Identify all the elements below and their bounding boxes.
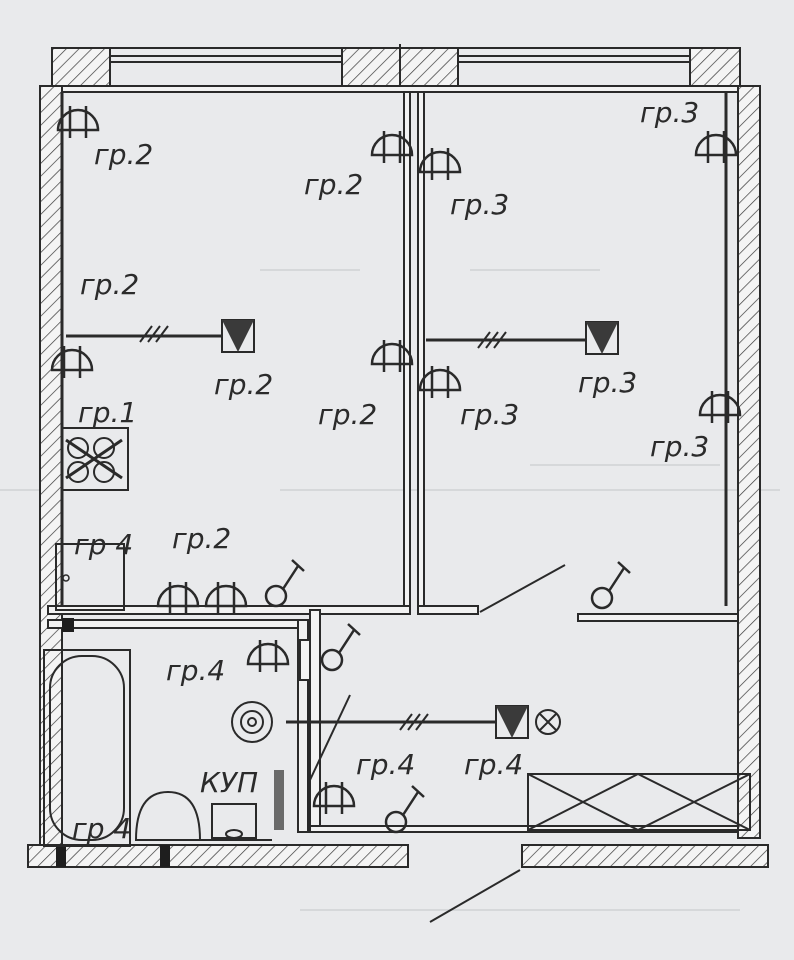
outer-walls	[27, 85, 769, 868]
label-gr1: гр.1	[78, 396, 137, 429]
toilet-icon	[211, 803, 257, 839]
window-top	[51, 44, 741, 90]
stove-icon	[61, 427, 129, 491]
group-labels: гр.2 гр.2 гр.3 гр.3 гр.2 гр.2 гр.3 гр.1 …	[72, 96, 709, 845]
label-gr3-b: гр.3	[450, 188, 509, 221]
inner-walls	[47, 85, 739, 833]
bathtub-icon	[43, 649, 131, 847]
label-gr4-d: гр.4	[464, 748, 523, 781]
sink-icon	[134, 790, 272, 841]
label-gr2-f: гр.2	[172, 522, 231, 555]
label-gr3-c: гр.3	[578, 366, 637, 399]
label-gr4-c: гр.4	[356, 748, 415, 781]
label-gr3-d: гр.3	[460, 398, 519, 431]
label-gr2-b: гр.2	[304, 168, 363, 201]
label-gr2-d: гр.2	[214, 368, 273, 401]
label-gr4-a: гр 4	[74, 528, 133, 561]
washer-icon	[231, 701, 273, 743]
balcony-frame	[527, 772, 751, 832]
label-gr4-b: гр.4	[166, 654, 225, 687]
background-marks	[0, 91, 780, 911]
fridge-icon	[55, 543, 125, 611]
label-gr3-e: гр.3	[650, 430, 709, 463]
label-gr3-a: гр.3	[640, 96, 699, 129]
label-gr4-e: гр 4	[72, 812, 131, 845]
label-gr2-e: гр.2	[318, 398, 377, 431]
lights	[221, 319, 619, 739]
label-gr2-a: гр.2	[94, 138, 153, 171]
label-kup: КУП	[200, 766, 258, 799]
label-gr2-c: гр.2	[80, 268, 139, 301]
sockets	[50, 106, 742, 814]
wiring	[60, 92, 728, 923]
switches	[264, 559, 631, 834]
